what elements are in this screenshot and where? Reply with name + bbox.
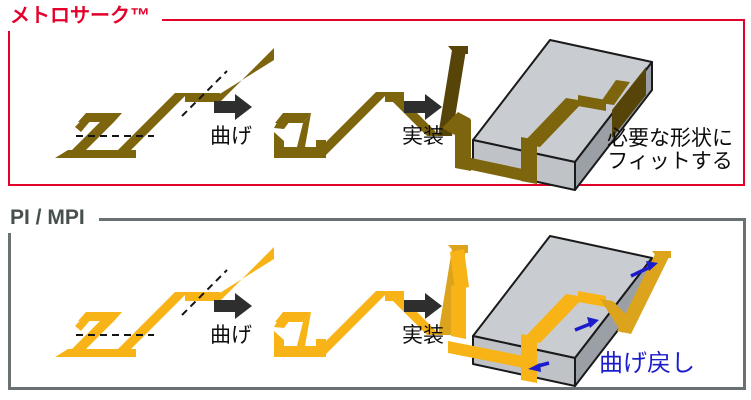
fit-caption-line2: フィットする xyxy=(607,150,733,173)
springback-arrow-icon xyxy=(574,317,599,332)
springback-strip-pi xyxy=(448,249,671,383)
mounted-block-pi xyxy=(472,235,653,387)
mount-step-label-pi: 実装 xyxy=(402,324,444,347)
mounted-strip-metrocirc xyxy=(442,67,646,184)
metrocirc-panel xyxy=(8,19,745,186)
mount-step-label-metrocirc: 実装 xyxy=(402,125,444,148)
springback-arrows xyxy=(528,261,658,372)
pi-mpi-panel xyxy=(8,218,746,390)
fit-caption-line1: 必要な形状に xyxy=(607,127,733,150)
bend-step-label-metrocirc: 曲げ xyxy=(210,125,252,148)
bend-step-label-pi: 曲げ xyxy=(210,324,252,347)
fit-caption: 必要な形状に フィットする xyxy=(590,127,750,173)
springback-arrow-icon xyxy=(528,361,550,372)
metrocirc-title: メトロサーク™ xyxy=(5,2,162,31)
springback-arrow-icon xyxy=(630,261,658,278)
springback-caption: 曲げ戻し xyxy=(599,350,695,377)
pi-mpi-title: PI / MPI xyxy=(5,203,99,233)
